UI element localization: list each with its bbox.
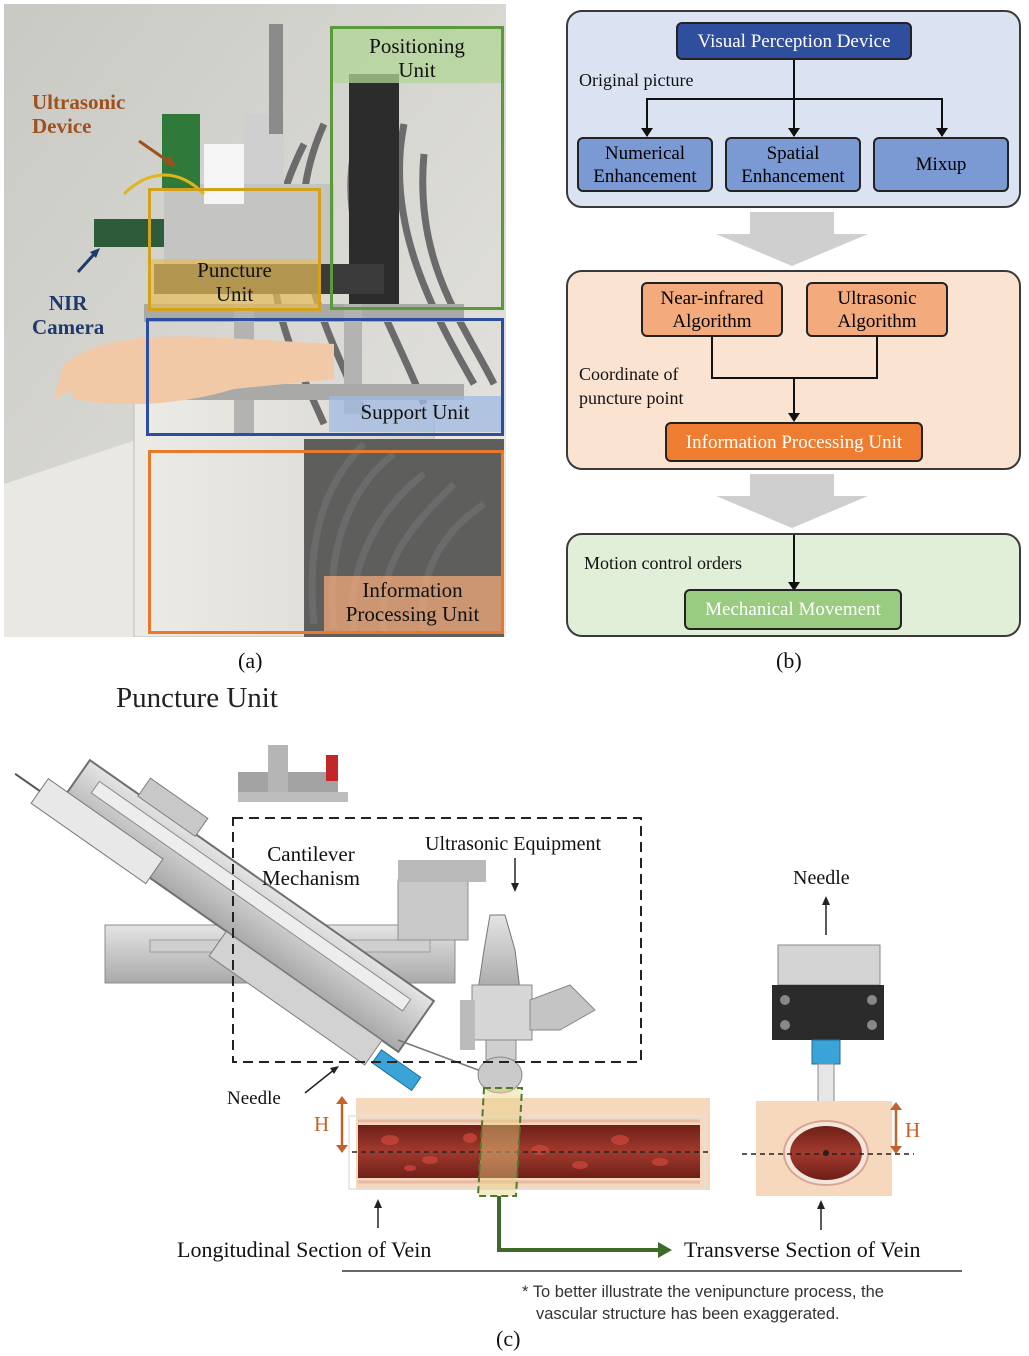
visual-perception-node: Visual Perception Device xyxy=(676,22,912,60)
arrowhead xyxy=(788,582,800,591)
callout-arrows xyxy=(76,139,176,274)
info-unit-label-line2: Processing Unit xyxy=(345,602,480,626)
info-processing-node: Information Processing Unit xyxy=(665,422,923,462)
caption-c: (c) xyxy=(496,1326,521,1351)
h-left-label: H xyxy=(314,1112,330,1136)
caption-b: (b) xyxy=(776,648,802,673)
puncture-unit-label-line1: Puncture xyxy=(197,258,272,282)
connector xyxy=(793,377,795,417)
puncture-unit-label-bg xyxy=(151,259,318,308)
connector xyxy=(876,337,878,379)
positioning-unit-label-line2: Unit xyxy=(398,58,436,82)
info-unit-label-line1: Information xyxy=(362,578,463,602)
motion-control-label: Motion control orders xyxy=(584,553,742,573)
arrowhead xyxy=(788,413,800,422)
ultrasonic-alg-line1: Ultrasonic xyxy=(837,287,917,309)
cantilever-line2: Mechanism xyxy=(262,866,360,890)
positioning-unit-label-bg xyxy=(333,29,501,83)
cantilever-line1: Cantilever xyxy=(267,842,355,866)
mechanical-movement-node: Mechanical Movement xyxy=(684,589,902,630)
stage-arrow-1 xyxy=(716,212,868,266)
puncture-unit-title: Puncture Unit xyxy=(116,682,278,714)
ultrasonic-alg-line2: Algorithm xyxy=(837,310,917,332)
needle-right-label: Needle xyxy=(793,867,850,889)
coordinate-label: Coordinate of puncture point xyxy=(579,362,683,410)
caption-a: (a) xyxy=(238,648,263,673)
nir-camera-label: NIR Camera xyxy=(32,291,104,339)
device-photo-panel: Positioning Unit Puncture Unit Support U… xyxy=(4,4,506,637)
exaggeration-note: * To better illustrate the venipuncture … xyxy=(522,1281,884,1325)
spatial-line1: Spatial xyxy=(766,142,820,164)
coordinate-line2: puncture point xyxy=(579,388,684,408)
connector xyxy=(646,98,648,136)
positioning-unit-label-line1: Positioning xyxy=(369,34,465,58)
mixup-node: Mixup xyxy=(873,137,1009,192)
ultrasonic-device-line1: Ultrasonic xyxy=(32,90,126,114)
transverse-section-label: Transverse Section of Vein xyxy=(684,1237,921,1262)
puncture-unit-frame xyxy=(148,188,321,311)
coordinate-line1: Coordinate of xyxy=(579,364,679,384)
info-unit-label-bg xyxy=(324,576,501,631)
support-unit-label-bg xyxy=(329,396,501,432)
stage-arrow-2 xyxy=(716,474,868,528)
arrowheads xyxy=(641,128,948,137)
note-line2: vascular structure has been exaggerated. xyxy=(536,1305,840,1323)
original-picture-label: Original picture xyxy=(579,70,694,90)
numerical-line2: Enhancement xyxy=(593,165,697,187)
spatial-line2: Enhancement xyxy=(741,165,845,187)
longitudinal-section-label: Longitudinal Section of Vein xyxy=(177,1237,432,1262)
note-line1: * To better illustrate the venipuncture … xyxy=(522,1283,884,1301)
support-unit-label: Support Unit xyxy=(360,400,470,424)
connector xyxy=(941,98,943,136)
nir-camera-line2: Camera xyxy=(32,315,105,339)
h-right-label: H xyxy=(905,1118,921,1142)
ultrasonic-device-label: Ultrasonic Device xyxy=(32,90,125,138)
puncture-unit-label-line2: Unit xyxy=(215,282,254,306)
near-infrared-line2: Algorithm xyxy=(672,310,752,332)
connector xyxy=(711,337,713,379)
connector xyxy=(646,98,942,100)
ultrasonic-device-line2: Device xyxy=(32,114,92,138)
positioning-unit-frame xyxy=(330,26,504,310)
cantilever-mechanism-label: Cantilever Mechanism xyxy=(262,842,360,890)
info-processing-unit-label: Information Processing Unit xyxy=(324,578,501,626)
nir-camera-line1: NIR xyxy=(48,291,88,315)
ultrasonic-equipment-label: Ultrasonic Equipment xyxy=(425,833,602,855)
connector xyxy=(793,535,795,585)
support-unit-frame xyxy=(146,318,504,436)
needle-left-label: Needle xyxy=(227,1088,281,1109)
numerical-line1: Numerical xyxy=(604,142,686,164)
info-processing-unit-frame xyxy=(148,450,504,634)
positioning-unit-label: Positioning Unit xyxy=(333,34,501,82)
near-infrared-line1: Near-infrared xyxy=(660,287,764,309)
puncture-unit-label: Puncture Unit xyxy=(151,258,318,306)
